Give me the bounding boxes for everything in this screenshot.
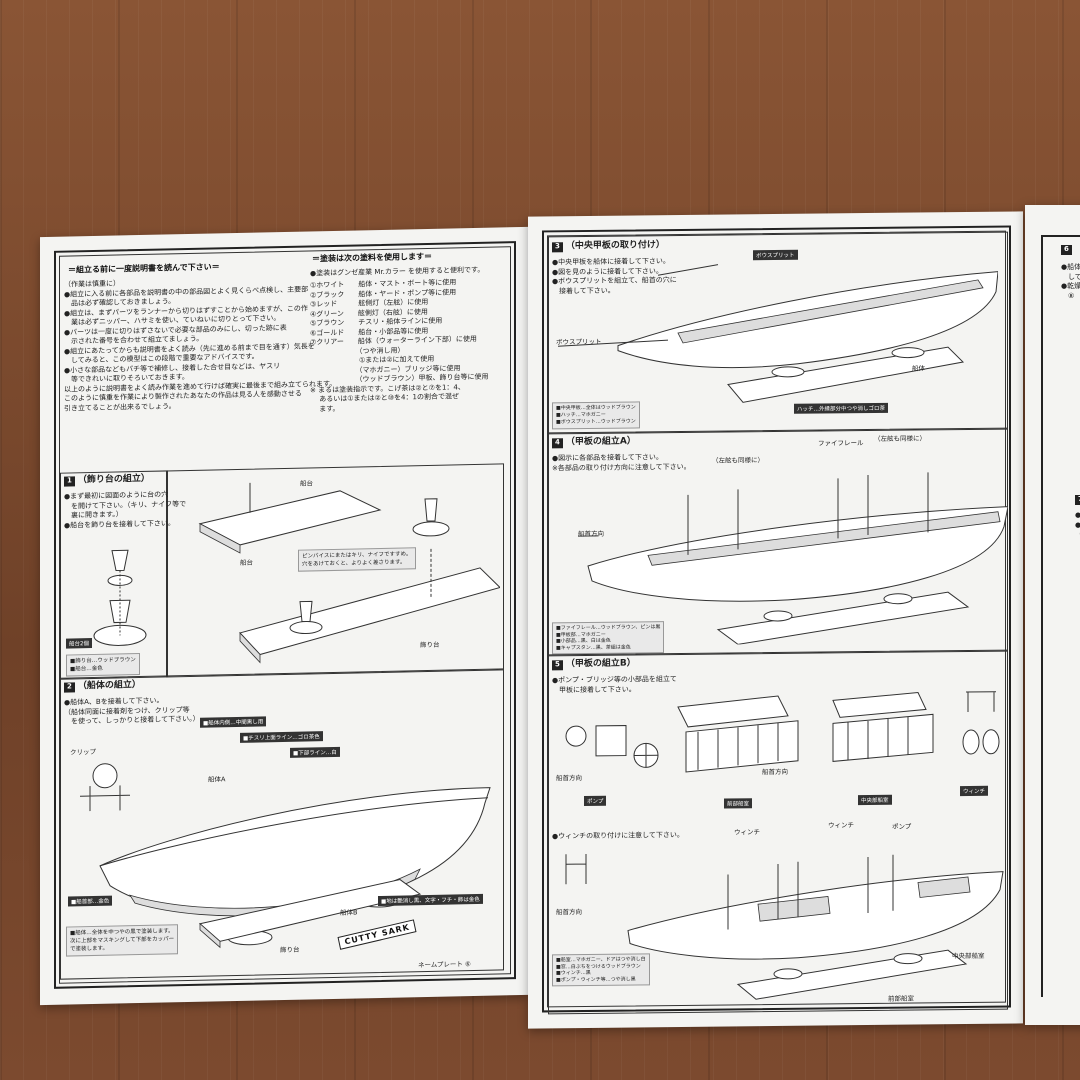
pump-drawing [565, 725, 659, 768]
step5-number: 5 [552, 660, 563, 670]
front-cabin-label-2: 前部船室 [888, 994, 914, 1003]
middle-cabin-label: 中央部船室 [858, 794, 892, 806]
step6-line: ⑧ [1061, 291, 1075, 300]
step7-line: ●（ [1075, 520, 1080, 529]
step6-line: ●乾燥 [1061, 282, 1080, 290]
step4-title: 4（甲板の組立A） [552, 436, 636, 448]
step1-stand-label: 船台 [300, 479, 313, 488]
bow-tag: ■船首部…金色 [68, 895, 113, 907]
hull-a-label: 船体A [208, 775, 226, 784]
step3-hull-label: 船体 [912, 364, 925, 373]
deck-assembly-b-drawing [627, 854, 1004, 1000]
clip-label: クリップ [70, 747, 96, 757]
hatch-label: ハッチ…外縁部分中つや消しゴロ茶 [794, 402, 889, 414]
step7-text: ●ビ●（（ [1075, 511, 1080, 540]
step5-paint-note: ■船室…マホガニー、ドアはつや消し白 ■窓…白ぶちをつけるウッドブラウン ■ウィ… [552, 953, 650, 987]
front-cabin-label: 前部船室 [724, 798, 753, 809]
step6-line: して [1061, 272, 1080, 281]
step6-line: ●船体 [1061, 263, 1080, 271]
step3-paint-note: ■中央甲板…全体はウッドブラウン ■ハッチ…マホガニー ■ボウスプリット…ウッド… [552, 401, 640, 430]
winch-label: ウィンチ [960, 785, 989, 797]
step5-text: ●ポンプ・ブリッジ等の小部品を組立て 甲板に接着して下さい。 [552, 675, 677, 695]
step7-line: ●ビ [1075, 511, 1080, 519]
upper-line-tag: ■チスリ上面ライン…ゴロ茶色 [240, 731, 323, 743]
step2-base-label: 飾り台 [280, 945, 300, 955]
ship-stand-count-tag: 船台2個 [66, 638, 92, 649]
step3-title: 3（中央甲板の取り付け） [552, 240, 665, 252]
right-instruction-page: 3（中央甲板の取り付け） ●中央甲板を船体に接着して下さい。●図を見のように接着… [528, 211, 1023, 1029]
winch-drawing [962, 691, 1000, 755]
step1-drill-tip: ピンバイスにまたはキリ、ナイフですすめ。穴をあけておくと、よりよく差さります。 [298, 547, 416, 572]
lower-line-tag: ■下部ライン…白 [290, 746, 340, 758]
step4-number: 4 [552, 438, 563, 448]
step1-paint-note: ■飾り台…ウッドブラウン ■船台…金色 [66, 653, 140, 677]
step7-line: （ [1075, 530, 1080, 540]
deck-assembly-a-drawing [578, 472, 1008, 645]
pump-label-2: ポンプ [892, 822, 912, 831]
step1-number: 1 [64, 476, 75, 487]
step5-bow-direction-3: 船首方向 [556, 908, 582, 917]
middle-cabin-label-2: 中央部船室 [952, 951, 985, 961]
step6-text: ●船体 して●乾燥 ⑧ [1061, 263, 1080, 301]
intro-text-block: （作業は慎重に）●組立に入る前に各部品を説明書の中の部品図とよく見くらべ点検し、… [64, 275, 336, 414]
left-instruction-page: ＝組立る前に一度説明書を読んで下さい＝ ＝塗装は次の塗料を使用します＝ （作業は… [40, 226, 528, 1006]
step5-line: 甲板に接着して下さい。 [552, 684, 636, 694]
winch-label-3: ウィンチ [828, 821, 854, 830]
next-page-edge: 6 ●船体 して●乾燥 ⑧ 7 ●ビ●（（ [1025, 205, 1080, 1025]
step2-base-drawing [198, 879, 422, 949]
step5-bow-direction-2: 船首方向 [762, 767, 788, 777]
hull-b-label: 船体B [340, 908, 358, 917]
hull-with-deck-drawing [558, 264, 998, 403]
nameplate-label: ネームプレート ⑥ [418, 960, 471, 970]
clip-drawing [80, 763, 130, 812]
step2-text: ●船体A、Bを接着して下さい。（船体同面に接着剤をつけ、クリップ等 を使って、し… [64, 696, 200, 727]
ship-stand-part-drawing [93, 549, 147, 646]
same-port-label: （左舷も同様に） [874, 434, 926, 443]
step7-number: 7 [1075, 495, 1080, 505]
fife-rail-label: ファイフレール [818, 439, 864, 448]
winch-small-drawing [565, 853, 587, 885]
step5-bow-direction: 船首方向 [556, 774, 582, 783]
pump-label: ポンプ [584, 795, 607, 807]
hull-inside-tag: ■船体内側…中間黒し用 [200, 716, 267, 728]
step1-text: ●まず最初に図面のように台の穴 を開けて下さい。（キリ、ナイフ等で 裏に開きます… [64, 490, 186, 531]
step1-stand-label-2: 船台 [240, 558, 253, 567]
display-base-drawing [198, 482, 500, 664]
step1-title: 1（飾り台の組立） [64, 474, 150, 487]
step5-title: 5（甲板の組立B） [552, 658, 636, 670]
step2-title: 2（船体の組立） [64, 680, 141, 693]
step3-number: 3 [552, 242, 563, 252]
step2-number: 2 [64, 682, 75, 693]
step1-base-label: 飾り台 [420, 640, 440, 650]
step6-number: 6 [1061, 245, 1075, 255]
step2-paint-note: ■船体…全体を中つやの黒で塗装します。 次に上部をマスキングして下部をカッパー … [66, 924, 179, 957]
step4-paint-note: ■ファイフレール…ウッドブラウン、ピンは黒 ■甲板部…マホガニー ■小部品…黒、… [552, 621, 665, 655]
cabins-drawing [677, 691, 934, 773]
